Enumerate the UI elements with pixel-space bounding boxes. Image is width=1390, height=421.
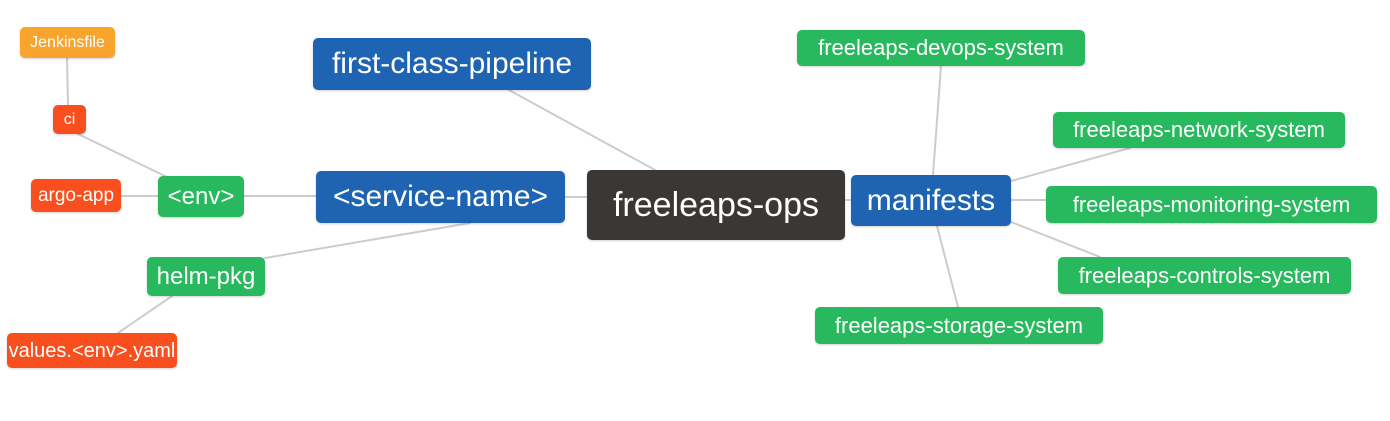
edge-manifests-to-freeleaps-storage-system	[936, 225, 959, 308]
node-argo-app[interactable]: argo-app	[31, 179, 121, 212]
node-helm-pkg[interactable]: helm-pkg	[147, 257, 265, 296]
edge-service-name-to-helm-pkg	[264, 222, 471, 259]
node-freeleaps-ops[interactable]: freeleaps-ops	[587, 170, 845, 240]
edge-first-class-pipeline-to-freeleaps-ops	[508, 89, 656, 171]
node-freeleaps-storage-system[interactable]: freeleaps-storage-system	[815, 307, 1103, 344]
node-freeleaps-monitoring-system[interactable]: freeleaps-monitoring-system	[1046, 186, 1377, 223]
node-ci[interactable]: ci	[53, 105, 86, 134]
node-env[interactable]: <env>	[158, 176, 244, 217]
node-manifests[interactable]: manifests	[851, 175, 1011, 226]
edge-helm-pkg-to-values-env-yaml	[117, 295, 173, 334]
edge-manifests-to-freeleaps-network-system	[1010, 147, 1131, 182]
edge-manifests-to-freeleaps-devops-system	[932, 65, 942, 176]
edge-manifests-to-freeleaps-controls-system	[1010, 221, 1101, 258]
node-service-name[interactable]: <service-name>	[316, 171, 565, 223]
node-freeleaps-devops-system[interactable]: freeleaps-devops-system	[797, 30, 1085, 66]
edge-ci-to-env	[77, 133, 168, 178]
node-freeleaps-network-system[interactable]: freeleaps-network-system	[1053, 112, 1345, 148]
node-values-env-yaml[interactable]: values.<env>.yaml	[7, 333, 177, 368]
node-jenkinsfile[interactable]: Jenkinsfile	[20, 27, 115, 58]
node-freeleaps-controls-system[interactable]: freeleaps-controls-system	[1058, 257, 1351, 294]
edge-jenkinsfile-to-ci	[66, 56, 69, 106]
node-first-class-pipeline[interactable]: first-class-pipeline	[313, 38, 591, 90]
